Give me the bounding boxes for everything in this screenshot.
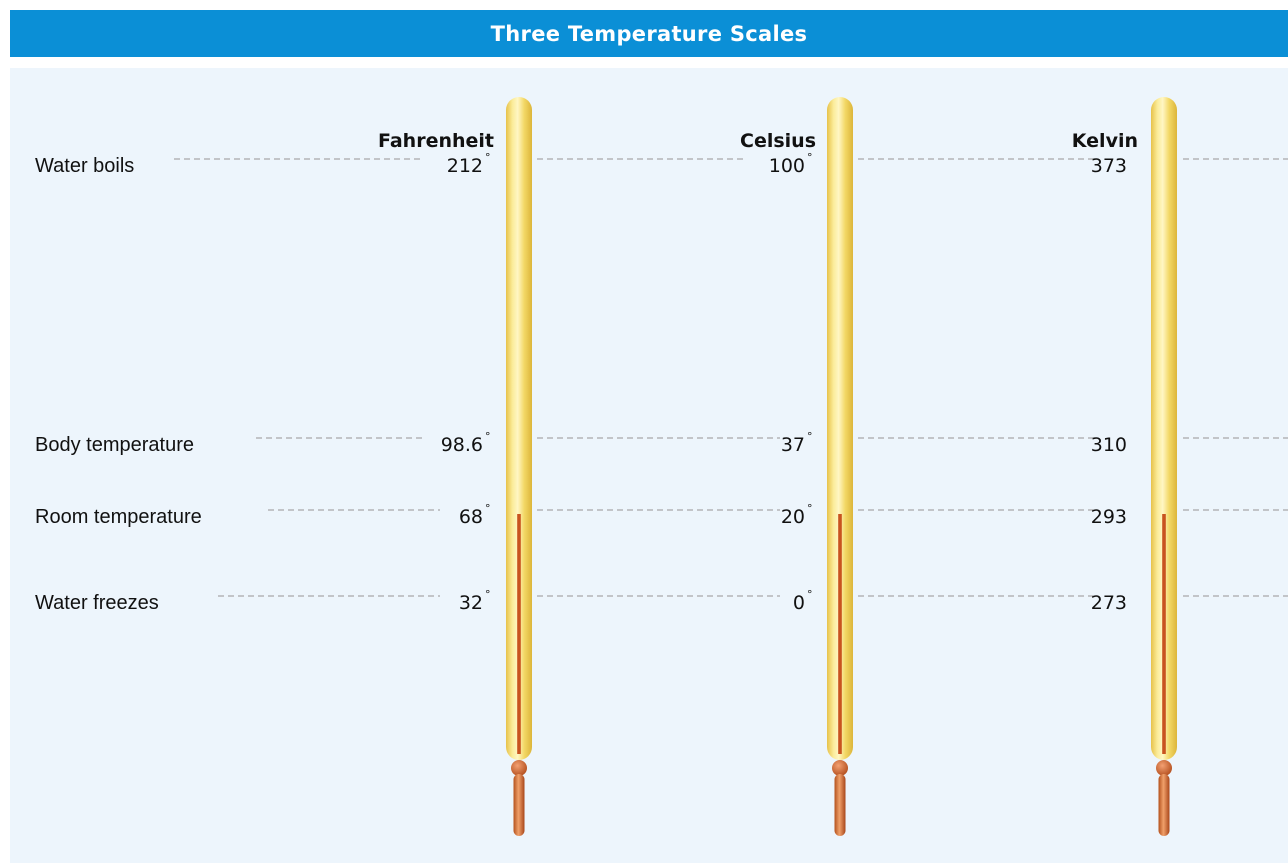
scale-value: 373	[1091, 155, 1127, 177]
scale-header-kelvin: Kelvin	[1072, 130, 1138, 152]
degree-symbol: °	[807, 430, 813, 443]
thermometer-fahrenheit	[506, 97, 532, 836]
thermometer-stem	[1158, 774, 1170, 836]
scale-value: 0	[793, 592, 805, 614]
dashed-guide-lines	[174, 158, 1288, 597]
thermometer-bulb	[511, 760, 527, 776]
degree-symbol: °	[807, 588, 813, 601]
thermometer-tube	[506, 97, 532, 760]
scale-value: 273	[1091, 592, 1127, 614]
scale-value: 37	[781, 434, 805, 456]
thermometer-stem	[513, 774, 525, 836]
thermometer-bulb	[1156, 760, 1172, 776]
mercury-column	[1162, 514, 1166, 754]
degree-symbol: °	[485, 502, 491, 515]
diagram-title: Three Temperature Scales	[490, 21, 808, 46]
thermometer-stem	[834, 774, 846, 836]
thermometer-tube	[1151, 97, 1177, 760]
scale-value: 98.6	[441, 434, 483, 456]
reference-label: Water boils	[35, 155, 134, 177]
degree-symbol: °	[485, 151, 491, 164]
reference-label: Water freezes	[35, 592, 159, 614]
title-bar: Three Temperature Scales	[10, 10, 1288, 57]
degree-symbol: °	[807, 502, 813, 515]
thermometer-celsius	[827, 97, 853, 836]
scale-value: 68	[459, 506, 483, 528]
scale-value: 293	[1091, 506, 1127, 528]
reference-label: Body temperature	[35, 434, 194, 456]
degree-symbol: °	[485, 588, 491, 601]
reference-label: Room temperature	[35, 506, 202, 528]
mercury-column	[517, 514, 521, 754]
thermometers	[506, 97, 1177, 836]
thermometer-kelvin	[1151, 97, 1177, 836]
scale-header-fahrenheit: Fahrenheit	[378, 130, 494, 152]
degree-symbol: °	[485, 430, 491, 443]
scale-header-celsius: Celsius	[740, 130, 816, 152]
scale-value: 20	[781, 506, 805, 528]
scale-value: 100	[769, 155, 805, 177]
degree-symbol: °	[807, 151, 813, 164]
thermometer-bulb	[832, 760, 848, 776]
scale-value: 212	[447, 155, 483, 177]
diagram-panel	[10, 68, 1288, 863]
scale-value: 310	[1091, 434, 1127, 456]
mercury-column	[838, 514, 842, 754]
thermometer-tube	[827, 97, 853, 760]
scale-value: 32	[459, 592, 483, 614]
